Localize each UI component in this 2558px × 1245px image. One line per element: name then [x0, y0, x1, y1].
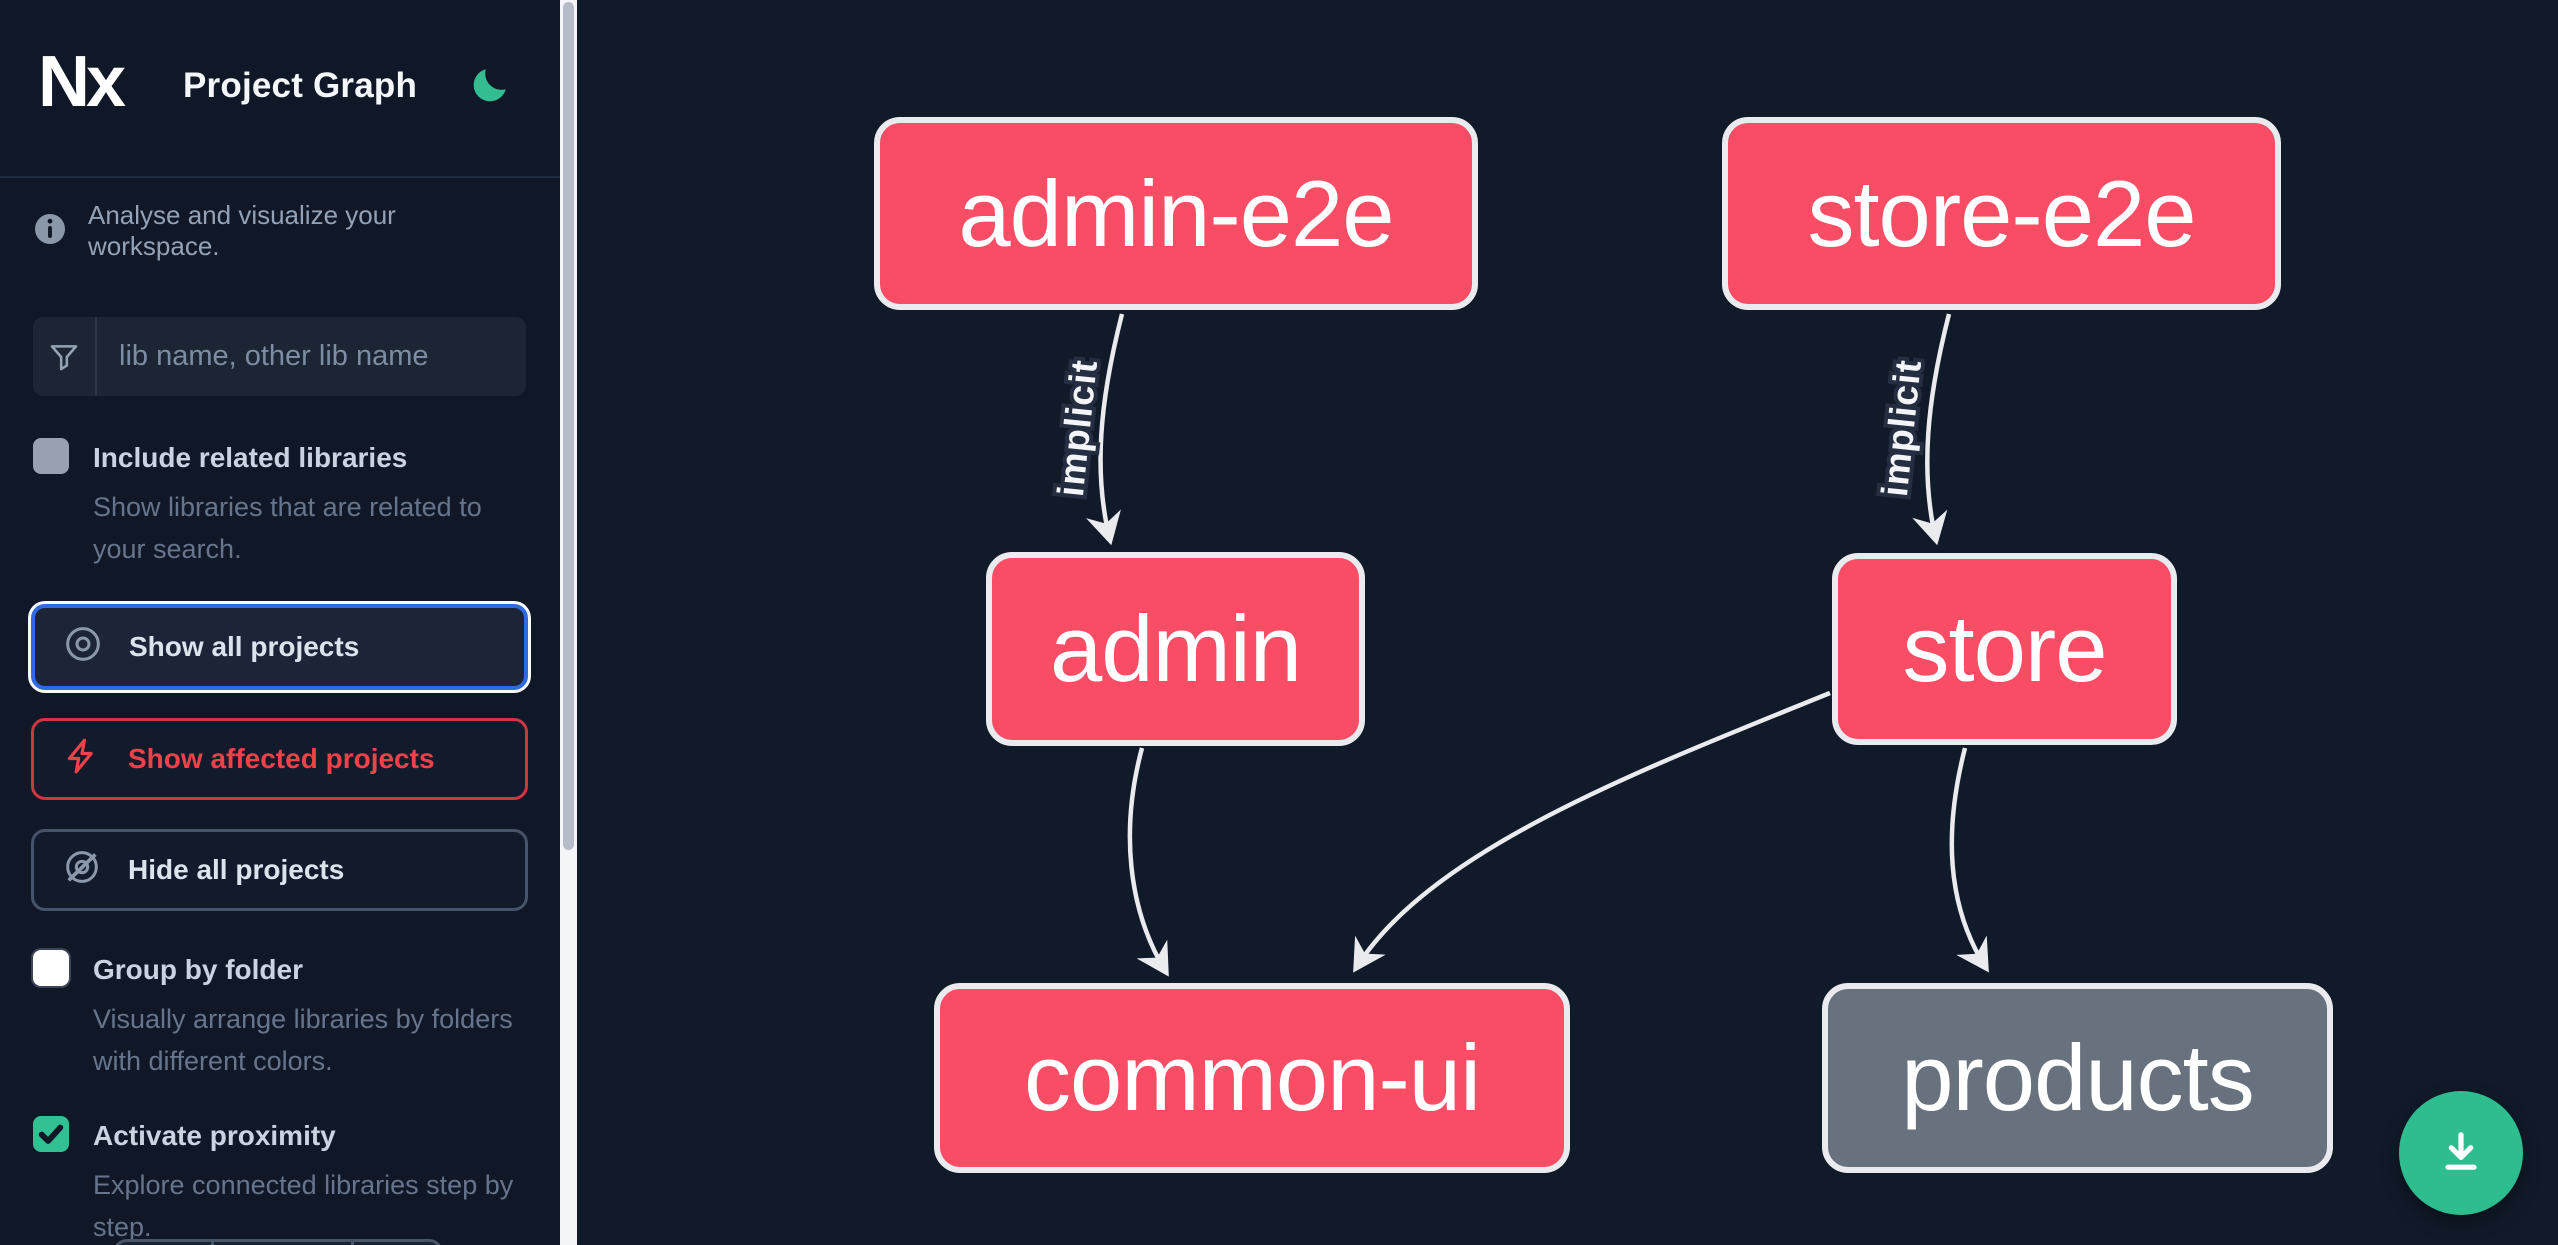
include-related-checkbox[interactable] [33, 438, 69, 474]
info-icon [32, 211, 68, 252]
activate-proximity-label[interactable]: Activate proximity [93, 1120, 336, 1151]
graph-node-store-e2e[interactable]: store-e2e [1722, 117, 2281, 310]
download-icon [2435, 1126, 2487, 1181]
include-related-label[interactable]: Include related libraries [93, 442, 408, 473]
show-affected-projects-button[interactable]: Show affected projects [31, 718, 528, 800]
sidebar: Nx Project Graph Analyse and visualize y [0, 0, 560, 1245]
moon-icon [467, 69, 513, 111]
activate-proximity-checkbox[interactable] [33, 1116, 69, 1152]
eye-icon [63, 624, 103, 671]
sidebar-scrollbar-thumb[interactable] [563, 2, 574, 850]
search-input[interactable] [97, 317, 526, 396]
proximity-stepper[interactable] [113, 1239, 443, 1245]
node-label: store [1902, 596, 2108, 701]
node-label: store-e2e [1807, 160, 2196, 266]
show-affected-projects-label: Show affected projects [128, 743, 435, 774]
group-by-folder-label[interactable]: Group by folder [93, 954, 303, 985]
page-title: Project Graph [183, 66, 418, 105]
group-by-folder-description: Visually arrange libraries by folders wi… [93, 1004, 513, 1076]
eye-off-icon [62, 847, 102, 894]
hide-all-projects-button[interactable]: Hide all projects [31, 829, 528, 911]
graph-node-common-ui[interactable]: common-ui [934, 983, 1570, 1173]
node-label: admin [1049, 596, 1302, 701]
graph-node-admin-e2e[interactable]: admin-e2e [874, 117, 1478, 310]
tagline-row: Analyse and visualize your workspace. [32, 200, 532, 262]
include-related-description: Show libraries that are related to your … [93, 492, 482, 564]
option-group-by-folder: Group by folder Visually arrange librari… [33, 950, 533, 1082]
graph-node-store[interactable]: store [1832, 553, 2177, 745]
node-label: admin-e2e [958, 160, 1394, 266]
activate-proximity-description: Explore connected libraries step by step… [93, 1170, 514, 1242]
bolt-icon [62, 736, 102, 783]
download-graph-button[interactable] [2399, 1091, 2523, 1215]
node-label: common-ui [1024, 1025, 1481, 1130]
group-by-folder-checkbox[interactable] [33, 950, 69, 986]
filter-funnel-icon [33, 317, 97, 396]
option-include-related: Include related libraries Show libraries… [33, 438, 533, 570]
show-all-projects-label: Show all projects [129, 631, 360, 662]
graph-node-products[interactable]: products [1822, 983, 2333, 1173]
sidebar-scrollbar-track[interactable] [560, 0, 577, 1245]
sidebar-header: Nx Project Graph [0, 0, 560, 176]
header-divider [0, 176, 560, 178]
search-box [33, 317, 526, 396]
graph-node-admin[interactable]: admin [986, 552, 1365, 746]
show-all-projects-button[interactable]: Show all projects [31, 604, 528, 690]
hide-all-projects-label: Hide all projects [128, 854, 345, 885]
nx-logo: Nx [38, 42, 126, 122]
tagline-text: Analyse and visualize your workspace. [88, 200, 396, 261]
node-label: products [1901, 1025, 2255, 1130]
option-activate-proximity: Activate proximity Explore connected lib… [33, 1116, 533, 1245]
theme-toggle-button[interactable] [466, 62, 514, 110]
